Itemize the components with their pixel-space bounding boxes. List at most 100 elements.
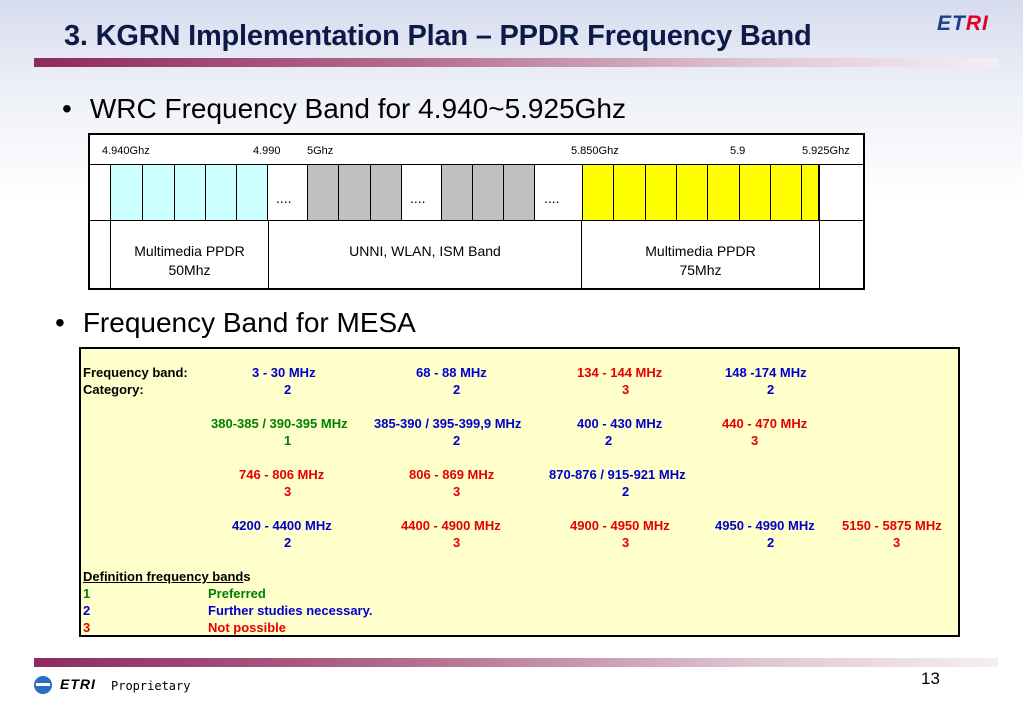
- ellipsis: ....: [276, 190, 292, 206]
- channel-yellow: [614, 165, 646, 220]
- channel-grey: [504, 165, 535, 220]
- channel-yellow: [582, 165, 614, 220]
- logo-right: RI: [965, 12, 989, 35]
- category-value: 2: [284, 382, 292, 397]
- col-divider: [581, 221, 582, 288]
- channel-yellow: [740, 165, 771, 220]
- band-value: 4900 - 4950 MHz: [570, 518, 670, 533]
- band-value: 4400 - 4900 MHz: [401, 518, 501, 533]
- col-divider: [110, 165, 111, 288]
- ellipsis: ....: [410, 190, 426, 206]
- channel-grey: [339, 165, 371, 220]
- bullet-icon: •: [62, 93, 72, 124]
- band-value: 870-876 / 915-921 MHz: [549, 467, 686, 482]
- frequency-band-label: Frequency band:: [83, 365, 188, 380]
- freq-label: 4.940Ghz: [102, 145, 150, 157]
- band-value: 3 - 30 MHz: [252, 365, 316, 380]
- band-value: 5150 - 5875 MHz: [842, 518, 942, 533]
- category-value: 2: [453, 382, 461, 397]
- freq-label: 5.9: [730, 145, 746, 157]
- bullet-mesa-text: Frequency Band for MESA: [82, 307, 416, 338]
- channel-yellow: [802, 165, 819, 220]
- definition-text: Further studies necessary.: [208, 603, 373, 618]
- band-value: 68 - 88 MHz: [416, 365, 487, 380]
- band-label-ppdr-50: Multimedia PPDR 50Mhz: [111, 242, 268, 280]
- channel-yellow: [708, 165, 740, 220]
- definition-title-suffix: s: [243, 569, 251, 584]
- channel-cyan: [237, 165, 268, 220]
- channel-cyan: [111, 165, 143, 220]
- logo-left: ET: [937, 12, 966, 35]
- wrc-band-table: 4.940Ghz 4.990 5Ghz 5.850Ghz 5.9 5.925Gh…: [88, 133, 865, 290]
- category-value: 3: [751, 433, 759, 448]
- channel-grey: [371, 165, 402, 220]
- page-number: 13: [921, 669, 940, 688]
- band-value: 385-390 / 395-399,9 MHz: [374, 416, 522, 431]
- channel-cyan: [175, 165, 206, 220]
- category-value: 3: [453, 535, 461, 550]
- footer-divider: [34, 658, 998, 667]
- category-value: 2: [622, 484, 630, 499]
- row-divider: [90, 164, 863, 165]
- col-divider: [819, 165, 820, 288]
- category-value: 3: [622, 535, 630, 550]
- definition-title-text: Definition frequency band: [83, 569, 244, 584]
- band-value: 746 - 806 MHz: [239, 467, 325, 482]
- globe-icon: [34, 676, 52, 694]
- band-label-line: Multimedia PPDR: [645, 243, 756, 259]
- category-value: 2: [767, 535, 775, 550]
- freq-label: 5.925Ghz: [802, 145, 850, 157]
- band-value: 4950 - 4990 MHz: [715, 518, 815, 533]
- category-value: 1: [284, 433, 292, 448]
- channel-cyan: [143, 165, 175, 220]
- channel-yellow: [677, 165, 708, 220]
- definition-text: Preferred: [208, 586, 266, 601]
- band-value: 380-385 / 390-395 MHz: [211, 416, 348, 431]
- channel-yellow: [646, 165, 677, 220]
- freq-label: 5.850Ghz: [571, 145, 619, 157]
- channel-grey: [473, 165, 504, 220]
- category-value: 3: [284, 484, 292, 499]
- title-divider: [34, 58, 998, 67]
- channel-grey: [441, 165, 473, 220]
- category-value: 3: [453, 484, 461, 499]
- slide-title: 3. KGRN Implementation Plan – PPDR Frequ…: [64, 20, 812, 52]
- band-label-line: 50Mhz: [168, 262, 211, 278]
- category-value: 3: [893, 535, 901, 550]
- category-label: Category:: [83, 382, 144, 397]
- channel-yellow: [771, 165, 802, 220]
- band-value: 400 - 430 MHz: [577, 416, 663, 431]
- band-label-ppdr-75: Multimedia PPDR 75Mhz: [582, 242, 819, 280]
- freq-label: 4.990: [253, 145, 281, 157]
- definition-num: 3: [83, 620, 91, 635]
- footer-logo: ETRI: [60, 676, 96, 692]
- band-value: 134 - 144 MHz: [577, 365, 663, 380]
- row-divider: [90, 220, 863, 221]
- band-value: 4200 - 4400 MHz: [232, 518, 332, 533]
- category-value: 2: [284, 535, 292, 550]
- band-label-line: Multimedia PPDR: [134, 243, 245, 259]
- definition-text: Not possible: [208, 620, 287, 635]
- bullet-wrc-text: WRC Frequency Band for 4.940~5.925Ghz: [89, 93, 626, 124]
- definition-num: 2: [83, 603, 91, 618]
- category-value: 2: [605, 433, 613, 448]
- ellipsis: ....: [544, 190, 560, 206]
- bullet-mesa: •Frequency Band for MESA: [55, 307, 416, 339]
- channel-cyan: [206, 165, 237, 220]
- band-value: 148 -174 MHz: [725, 365, 807, 380]
- category-value: 2: [767, 382, 775, 397]
- footer-proprietary: Proprietary: [111, 679, 191, 693]
- freq-label: 5Ghz: [307, 145, 334, 157]
- definition-title: Definition frequency bands: [83, 569, 251, 584]
- col-divider: [268, 221, 269, 288]
- category-value: 2: [453, 433, 461, 448]
- category-value: 3: [622, 382, 630, 397]
- mesa-band-box: Frequency band: Category: 3 - 30 MHz 2 6…: [79, 347, 960, 637]
- band-value: 806 - 869 MHz: [409, 467, 495, 482]
- band-value: 440 - 470 MHz: [722, 416, 808, 431]
- etri-logo: ETRI: [937, 12, 989, 36]
- channel-grey: [307, 165, 339, 220]
- bullet-wrc: • WRC Frequency Band for 4.940~5.925Ghz: [62, 93, 626, 125]
- band-label-line: 75Mhz: [679, 262, 722, 278]
- band-label-unni: UNNI, WLAN, ISM Band: [349, 243, 501, 259]
